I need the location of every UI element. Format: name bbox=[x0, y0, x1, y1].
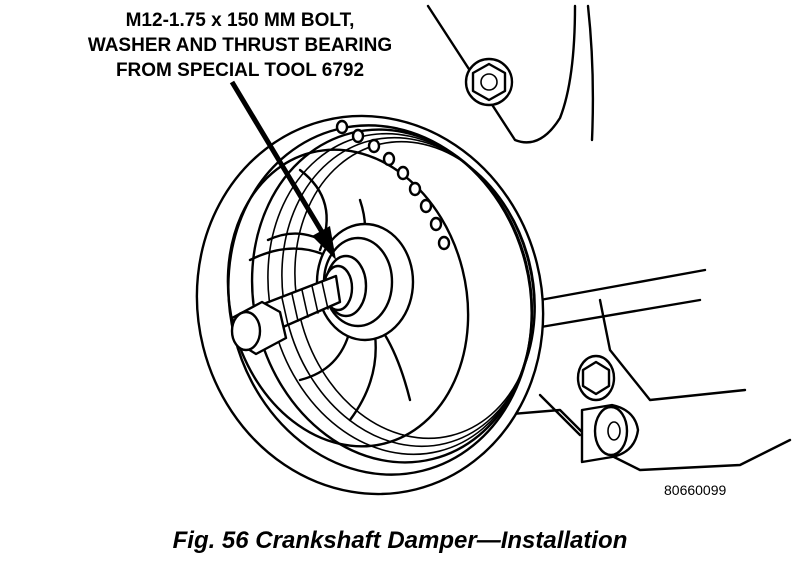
lower-mount-bracket bbox=[498, 268, 792, 472]
cylindrical-boss bbox=[580, 403, 640, 464]
timing-holes bbox=[335, 119, 451, 251]
callout-line-1: M12-1.75 x 150 MM BOLT, bbox=[125, 10, 355, 31]
callout-line-2: WASHER AND THRUST BEARING bbox=[87, 35, 393, 56]
callout-arrow bbox=[229, 80, 336, 260]
callout-line-3: FROM SPECIAL TOOL 6792 bbox=[115, 60, 365, 81]
reference-number: 80660099 bbox=[664, 482, 727, 498]
figure-caption: Fig. 56 Crankshaft Damper—Installation bbox=[172, 527, 628, 554]
bolt-hex-head bbox=[230, 300, 288, 356]
engine-block-upper bbox=[426, 4, 595, 144]
upper-flange-bolt bbox=[464, 57, 514, 107]
callout-label: M12-1.75 x 150 MM BOLT, WASHER AND THRUS… bbox=[40, 8, 440, 83]
lower-mount-bolt bbox=[576, 354, 616, 402]
